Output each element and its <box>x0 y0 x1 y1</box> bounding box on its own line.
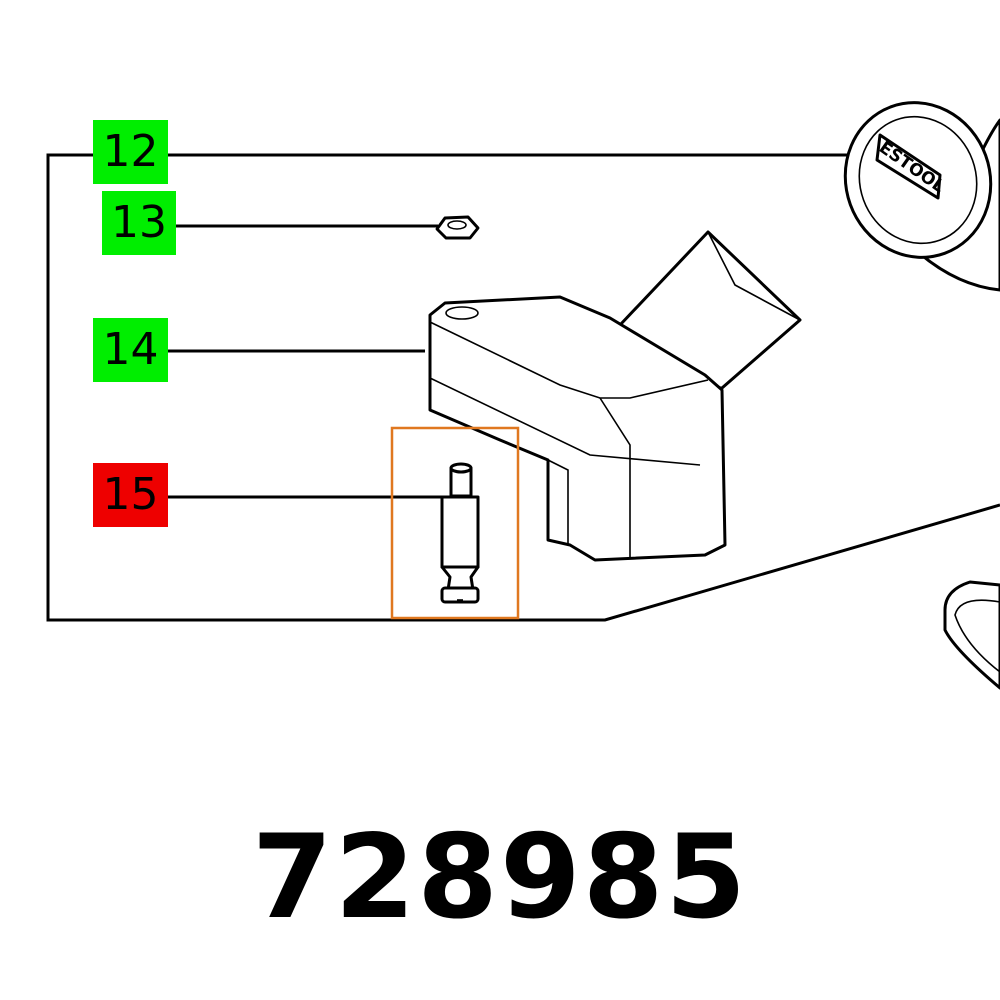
extraction-hood-part[interactable] <box>428 230 802 562</box>
base-plate-part <box>943 580 1000 690</box>
selected-part-highlight <box>390 426 520 620</box>
callout-12[interactable]: 12 <box>93 120 168 184</box>
pin-part[interactable] <box>440 462 480 604</box>
callout-14[interactable]: 14 <box>93 318 168 382</box>
knob-part[interactable]: ESTOOL <box>824 82 1000 292</box>
callout-15[interactable]: 15 <box>93 463 168 527</box>
part-number: 728985 <box>251 810 749 945</box>
group-bracket-line <box>46 153 1000 622</box>
callout-13[interactable]: 13 <box>102 191 176 255</box>
nut-part[interactable] <box>435 215 480 240</box>
